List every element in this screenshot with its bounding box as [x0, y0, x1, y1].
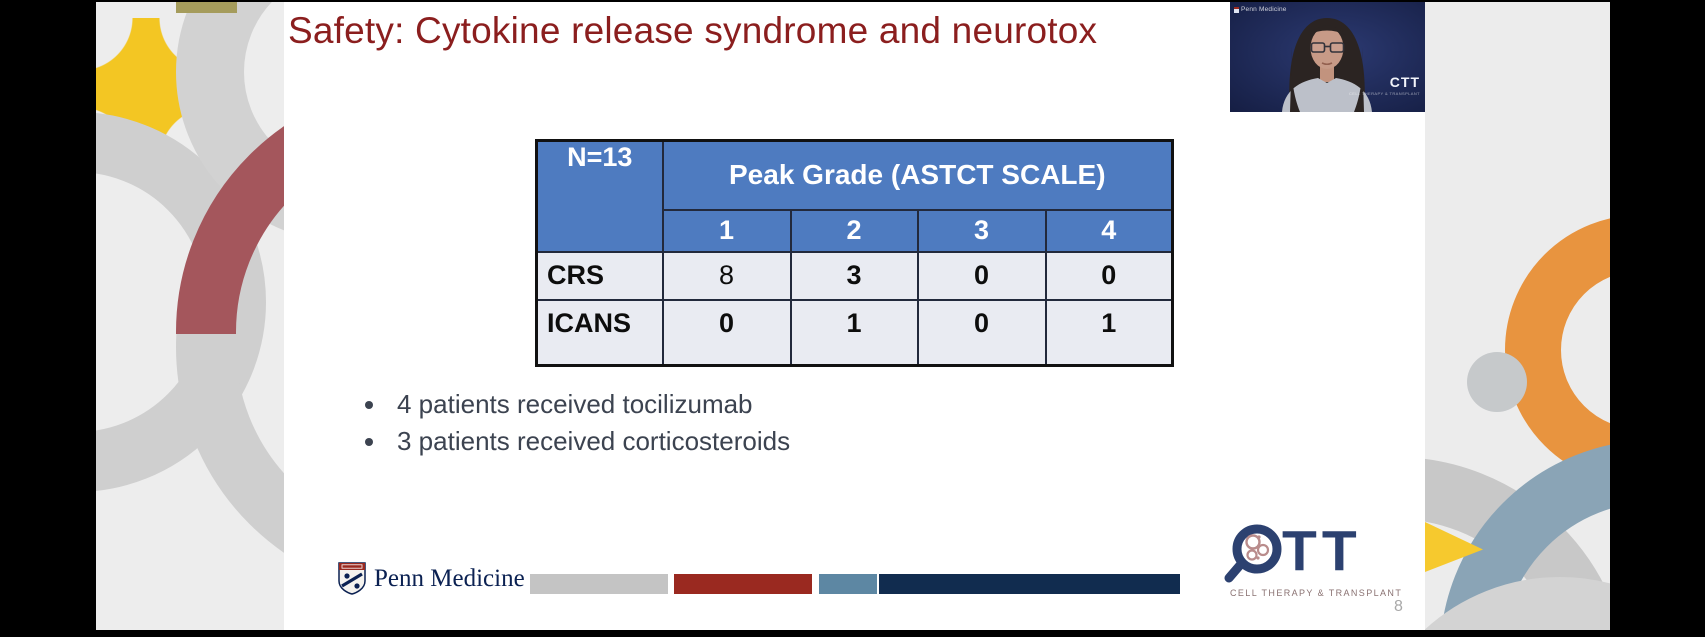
bullet-list: 4 patients received tocilizumab 3 patien…	[365, 386, 790, 460]
slide-title: Safety: Cytokine release syndrome and ne…	[288, 10, 1098, 51]
penn-medicine-logo: Penn Medicine	[338, 562, 525, 595]
table-scale-header: Peak Grade (ASTCT SCALE)	[661, 139, 1174, 211]
right-decoration-panel	[1425, 2, 1610, 630]
page-number: 8	[1394, 598, 1403, 615]
ctt-logo: TT CELL THERAPY & TRANSPLANT	[1224, 519, 1403, 598]
table-cell: 0	[1044, 250, 1174, 301]
ctt-magnifier-icon	[1224, 524, 1282, 583]
table-cell: 0	[916, 298, 1047, 367]
bar-segment-gray	[530, 574, 668, 594]
ctt-letters: TT	[1282, 519, 1362, 583]
webcam-ctt-subtext: CELL THERAPY & TRANSPLANT	[1349, 91, 1420, 96]
gray-circle	[1467, 352, 1527, 412]
grade-col-1: 1	[661, 208, 792, 253]
orange-arc	[1505, 215, 1610, 485]
grade-col-4: 4	[1044, 208, 1174, 253]
table-cell: 3	[789, 250, 919, 301]
table-cell: 1	[789, 298, 919, 367]
row-label: CRS	[535, 250, 664, 301]
bullet-item: 4 patients received tocilizumab	[365, 386, 790, 423]
bullet-text: 4 patients received tocilizumab	[397, 389, 753, 419]
webcam-video: Penn Medicine CTT CELL THERAPY & TRANSPL…	[1230, 2, 1425, 112]
ctt-subtitle: CELL THERAPY & TRANSPLANT	[1230, 588, 1403, 598]
gray-arc-clip	[96, 334, 284, 630]
table-cell: 0	[661, 298, 792, 367]
crs-icans-table: N=13 Peak Grade (ASTCT SCALE) 1 2 3 4 CR…	[535, 139, 1175, 367]
bar-segment-red	[674, 574, 812, 594]
bullet-icon	[365, 400, 373, 409]
penn-shield-mini-icon	[1234, 6, 1239, 13]
left-decoration-panel	[96, 2, 284, 630]
table-row-crs: CRS 8 3 0 0	[535, 250, 1174, 301]
webcam-ctt-text: CTT	[1389, 74, 1420, 90]
footer-color-bar	[530, 574, 1180, 594]
maroon-arc-clip	[96, 2, 284, 334]
webcam-ctt-watermark: CTT CELL THERAPY & TRANSPLANT	[1349, 74, 1420, 100]
table-cell: 0	[916, 250, 1047, 301]
penn-shield-icon	[338, 562, 366, 595]
grade-col-2: 2	[789, 208, 919, 253]
khaki-bar	[176, 2, 237, 13]
table-cell: 8	[661, 250, 792, 301]
grade-col-3: 3	[916, 208, 1047, 253]
bar-segment-navy	[879, 574, 1180, 594]
table-cell: 1	[1044, 298, 1174, 367]
penn-logo-text: Penn Medicine	[374, 564, 525, 592]
webcam-watermark-text: Penn Medicine	[1241, 6, 1287, 13]
table-row-icans: ICANS 0 1 0 1	[535, 298, 1174, 367]
gray-arc	[176, 334, 284, 597]
bar-segment-steel	[819, 574, 877, 594]
webcam-watermark: Penn Medicine	[1234, 6, 1287, 13]
bullet-text: 3 patients received corticosteroids	[397, 426, 791, 456]
table-n-cell: N=13	[535, 139, 664, 253]
speaker-portrait	[1230, 2, 1425, 112]
row-label: ICANS	[535, 298, 664, 367]
maroon-arc	[176, 82, 284, 334]
bullet-icon	[365, 437, 373, 446]
bullet-item: 3 patients received corticosteroids	[365, 423, 790, 460]
